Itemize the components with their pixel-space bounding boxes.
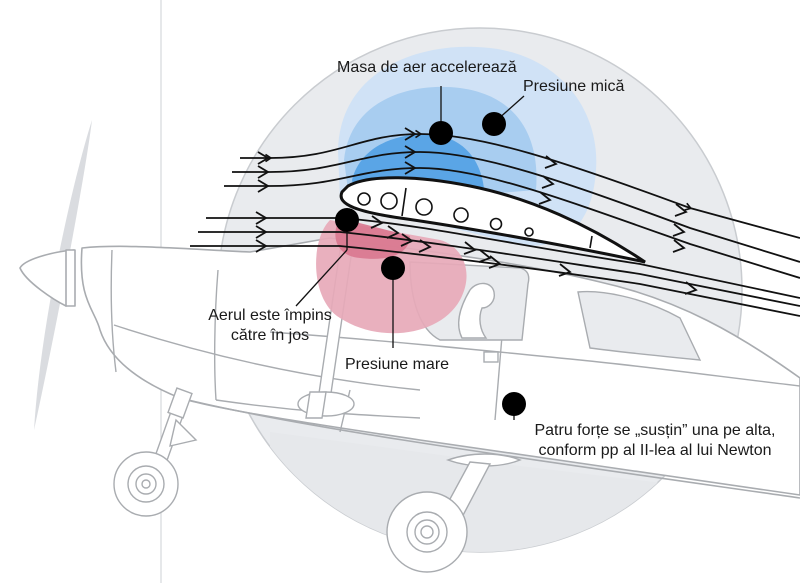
- label-low-pressure: Presiune mică: [523, 78, 625, 95]
- marker-four-forces: [502, 392, 526, 416]
- flow-arrows-upper: [257, 127, 688, 253]
- label-air-pushed-down-line2: către în jos: [230, 327, 310, 344]
- rear-window: [577, 290, 702, 361]
- label-four-forces-line1: Patru forțe se „susțin” una pe alta,: [534, 422, 776, 439]
- marker-low-pressure: [482, 112, 506, 136]
- label-air-pushed-down: Aerul este împins către în jos: [200, 306, 340, 346]
- label-air-pushed-down-line1: Aerul este împins: [208, 307, 332, 324]
- label-four-forces: Patru forțe se „susțin” una pe alta, con…: [514, 421, 796, 461]
- marker-high-pressure: [381, 256, 405, 280]
- label-air-accelerates: Masa de aer accelerează: [337, 59, 517, 76]
- marker-air-accelerates: [429, 121, 453, 145]
- nose-landing-gear: [113, 387, 198, 517]
- spinner: [19, 249, 75, 307]
- marker-air-pushed-down: [335, 208, 359, 232]
- label-four-forces-line2: conform pp al II-lea al lui Newton: [538, 442, 772, 459]
- flow-arrows-lower: [255, 211, 698, 295]
- label-high-pressure: Presiune mare: [345, 356, 450, 373]
- main-landing-gear: [386, 453, 522, 573]
